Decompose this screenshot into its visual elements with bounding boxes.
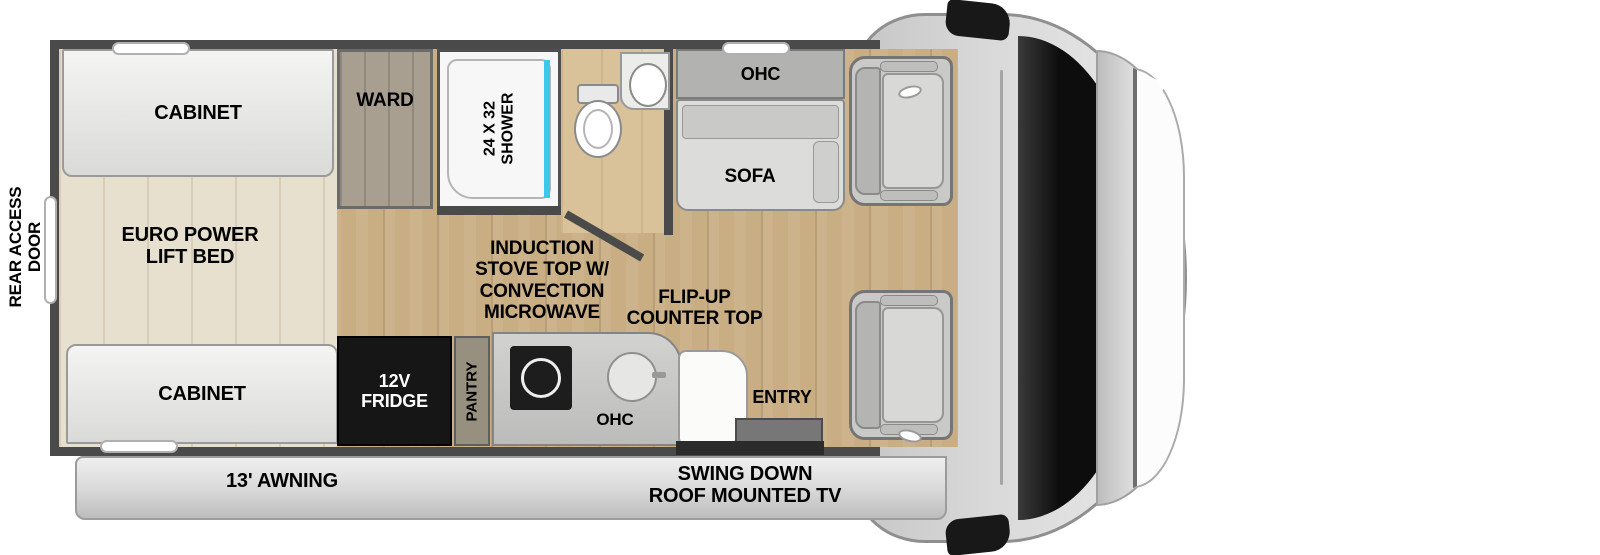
bathroom-wall-right bbox=[664, 49, 673, 235]
induction-stove-label: INDUCTION STOVE TOP W/ CONVECTION MICROW… bbox=[475, 238, 609, 323]
ohc-bottom-label: OHC bbox=[596, 410, 634, 429]
entry-label: ENTRY bbox=[752, 387, 812, 407]
dashboard-divider bbox=[1000, 70, 1003, 485]
stove-icon bbox=[510, 346, 572, 410]
sofa bbox=[676, 99, 845, 211]
sofa-armrest bbox=[813, 141, 839, 203]
pantry-label: PANTRY bbox=[463, 361, 481, 421]
burner-icon bbox=[521, 358, 561, 398]
shower-glass bbox=[544, 60, 550, 198]
toilet-icon bbox=[574, 100, 622, 158]
side-mirror-left bbox=[944, 0, 1012, 42]
cabinet-bottom-label: CABINET bbox=[158, 382, 246, 405]
wardrobe: WARD bbox=[337, 49, 433, 209]
seat-back bbox=[855, 301, 881, 429]
fridge: 12V FRIDGE bbox=[337, 336, 452, 446]
window-marker-top-left bbox=[112, 42, 190, 55]
seat-armrest bbox=[880, 295, 938, 306]
seat-cushion bbox=[882, 307, 944, 423]
overhead-cabinet-top: OHC bbox=[676, 49, 845, 99]
bathroom-wall-bottom bbox=[437, 206, 561, 215]
front-bumper bbox=[1133, 68, 1185, 488]
seat-armrest bbox=[880, 61, 938, 72]
lift-bed-label: EURO POWER LIFT BED bbox=[121, 224, 259, 269]
cabinet-top-label: CABINET bbox=[154, 101, 242, 124]
cab-seat-driver bbox=[849, 56, 953, 206]
awning-label: 13' AWNING bbox=[225, 470, 339, 492]
awning-bar bbox=[75, 456, 947, 520]
roof-tv-label: SWING DOWN ROOF MOUNTED TV bbox=[648, 463, 842, 508]
side-mirror-right bbox=[944, 513, 1012, 555]
seat-back bbox=[855, 67, 881, 195]
faucet-icon bbox=[652, 372, 666, 378]
shower-stall: 24 X 32 SHOWER bbox=[437, 49, 561, 209]
fridge-label: 12V FRIDGE bbox=[361, 370, 428, 411]
tv-bar bbox=[676, 441, 824, 455]
cab-seat-passenger bbox=[849, 290, 953, 440]
rear-door-marker bbox=[44, 196, 57, 304]
sofa-back-cushion bbox=[682, 105, 839, 139]
bedroom-cabinet-bottom: CABINET bbox=[66, 344, 338, 444]
flip-up-counter-label: FLIP-UP COUNTER TOP bbox=[626, 287, 763, 330]
window-marker-bottom-left bbox=[100, 440, 178, 453]
sofa-label: SOFA bbox=[724, 166, 776, 187]
shower-pan bbox=[447, 59, 551, 199]
shower-label: 24 X 32 SHOWER bbox=[481, 93, 516, 165]
kitchen-sink-icon bbox=[607, 352, 657, 402]
rear-access-door-label: REAR ACCESS DOOR bbox=[6, 186, 45, 308]
pantry: PANTRY bbox=[454, 336, 490, 446]
bathroom-sink-icon bbox=[629, 63, 667, 107]
bathroom-sink-counter bbox=[620, 52, 670, 110]
wardrobe-label: WARD bbox=[356, 90, 414, 111]
bedroom-cabinet-top: CABINET bbox=[62, 49, 334, 177]
ohc-top-label: OHC bbox=[740, 63, 781, 84]
seat-armrest bbox=[880, 190, 938, 201]
window-marker-top-right bbox=[722, 42, 790, 55]
